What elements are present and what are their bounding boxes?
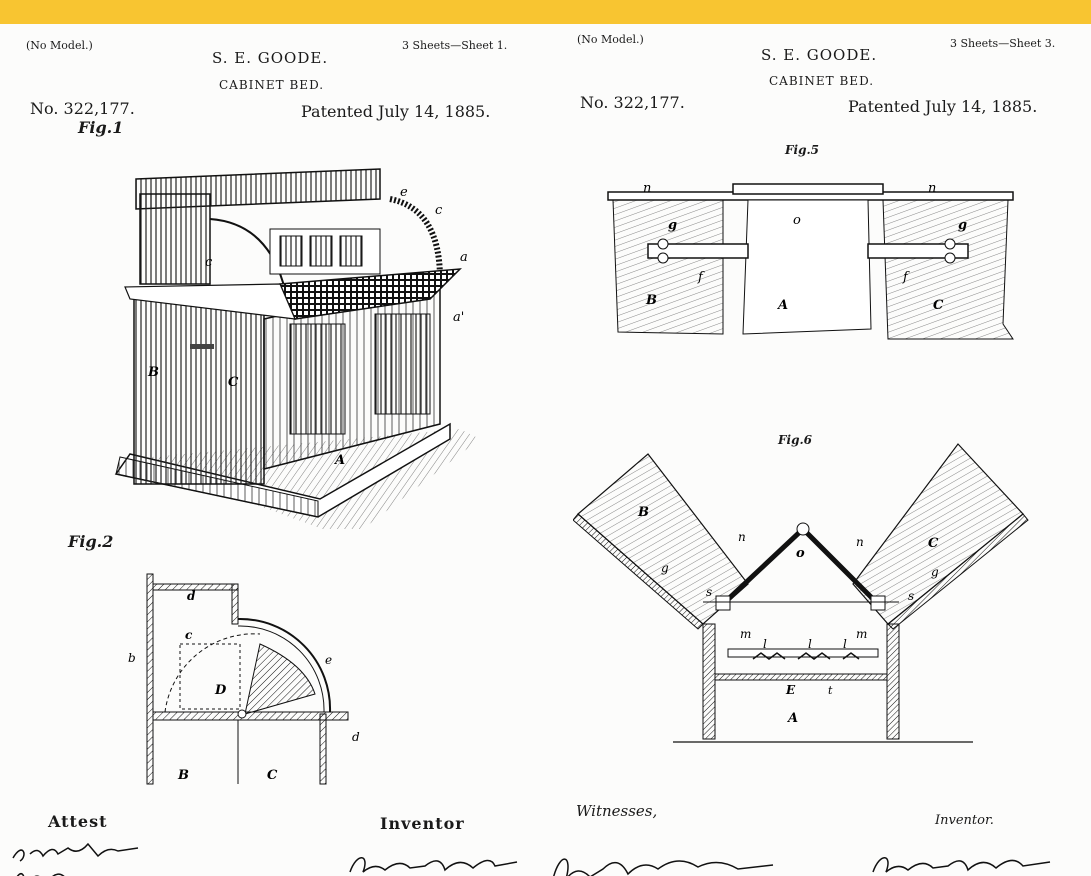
ref-o: o — [796, 546, 805, 561]
ref-c-top: c — [435, 203, 443, 218]
ref-f-right: f — [902, 270, 910, 285]
patent-date: Patented July 14, 1885. — [848, 97, 1038, 116]
patent-sheet-1: (No Model.) S. E. GOODE. 3 Sheets—Sheet … — [0, 24, 543, 876]
no-model-label: (No Model.) — [26, 39, 93, 52]
ref-B-fig2: B — [177, 768, 189, 783]
inventor-signature — [872, 857, 1051, 875]
fig-2-drawing: d c b D e d B C — [128, 573, 360, 785]
ref-C: C — [928, 536, 939, 551]
ref-o: o — [793, 213, 801, 228]
fig-1-label: Fig.1 — [78, 118, 124, 137]
ref-A: A — [776, 298, 788, 313]
attest-label: Attest — [48, 812, 108, 831]
fig-5-drawing: n n g g f f o B A C — [607, 181, 1014, 340]
patent-title: CABINET BED. — [769, 74, 875, 88]
fig-6-drawing: B n n o C g g s s m m l l l E t A — [573, 443, 1029, 743]
ref-l-1: l — [763, 637, 767, 651]
ref-g-right: g — [958, 218, 967, 233]
ref-a: a — [460, 250, 468, 265]
fig-5-label: Fig.5 — [785, 143, 819, 157]
ref-m-right: m — [856, 627, 867, 641]
ref-n-right: n — [928, 181, 936, 196]
ref-c-fig2: c — [185, 628, 193, 642]
sheet-count: 3 Sheets—Sheet 1. — [402, 39, 508, 52]
ref-l-3: l — [843, 637, 847, 651]
ref-B: B — [645, 293, 657, 308]
ref-C: C — [933, 298, 944, 313]
ref-D: D — [214, 683, 227, 698]
fig-6-label: Fig.6 — [778, 433, 812, 447]
ref-d-bottom: d — [352, 730, 360, 744]
ref-s-right: s — [908, 589, 914, 603]
no-model-label: (No Model.) — [577, 33, 644, 46]
inventor-name: S. E. GOODE. — [212, 49, 329, 67]
inventor-label: Inventor. — [935, 813, 994, 828]
patent-date: Patented July 14, 1885. — [301, 102, 491, 121]
ref-E: E — [785, 683, 796, 697]
ref-s-left: s — [706, 585, 712, 599]
ref-t: t — [828, 684, 833, 697]
ref-g-right: g — [931, 565, 939, 579]
inventor-name: S. E. GOODE. — [761, 46, 878, 64]
patent-number: No. 322,177. — [580, 93, 685, 112]
ref-l-2: l — [808, 637, 812, 651]
ref-n-left: n — [738, 530, 746, 544]
ref-a-prime: a' — [453, 310, 464, 325]
ref-B: B — [147, 365, 159, 380]
ref-n-right: n — [856, 535, 864, 549]
ref-g-left: g — [661, 561, 669, 575]
ref-C-fig2: C — [267, 768, 278, 783]
ref-A: A — [333, 453, 345, 468]
ref-e: e — [400, 185, 408, 200]
patent-sheet-3: (No Model.) S. E. GOODE. 3 Sheets—Sheet … — [543, 24, 1091, 876]
attest-signatures — [12, 842, 139, 876]
fig-1-drawing: e c c a a' B C A — [114, 168, 480, 529]
sheet-count: 3 Sheets—Sheet 3. — [950, 37, 1056, 50]
ref-f-left: f — [697, 270, 705, 285]
inventor-signature — [349, 857, 518, 875]
ref-C: C — [228, 375, 239, 390]
witness-signatures — [553, 858, 774, 876]
top-bar — [0, 0, 1091, 24]
inventor-label: Inventor — [380, 814, 465, 833]
ref-c-side: c — [205, 255, 213, 270]
witnesses-label: Witnesses, — [576, 802, 658, 820]
ref-A: A — [786, 711, 798, 726]
ref-b: b — [128, 651, 136, 665]
ref-d-top: d — [187, 589, 196, 603]
ref-B: B — [637, 505, 649, 520]
ref-m-left: m — [740, 627, 751, 641]
ref-g-left: g — [668, 218, 677, 233]
ref-e-fig2: e — [325, 653, 332, 667]
ref-n-left: n — [643, 181, 651, 196]
fig-2-label: Fig.2 — [68, 532, 114, 551]
patent-number: No. 322,177. — [30, 99, 135, 118]
patent-title: CABINET BED. — [219, 78, 325, 92]
